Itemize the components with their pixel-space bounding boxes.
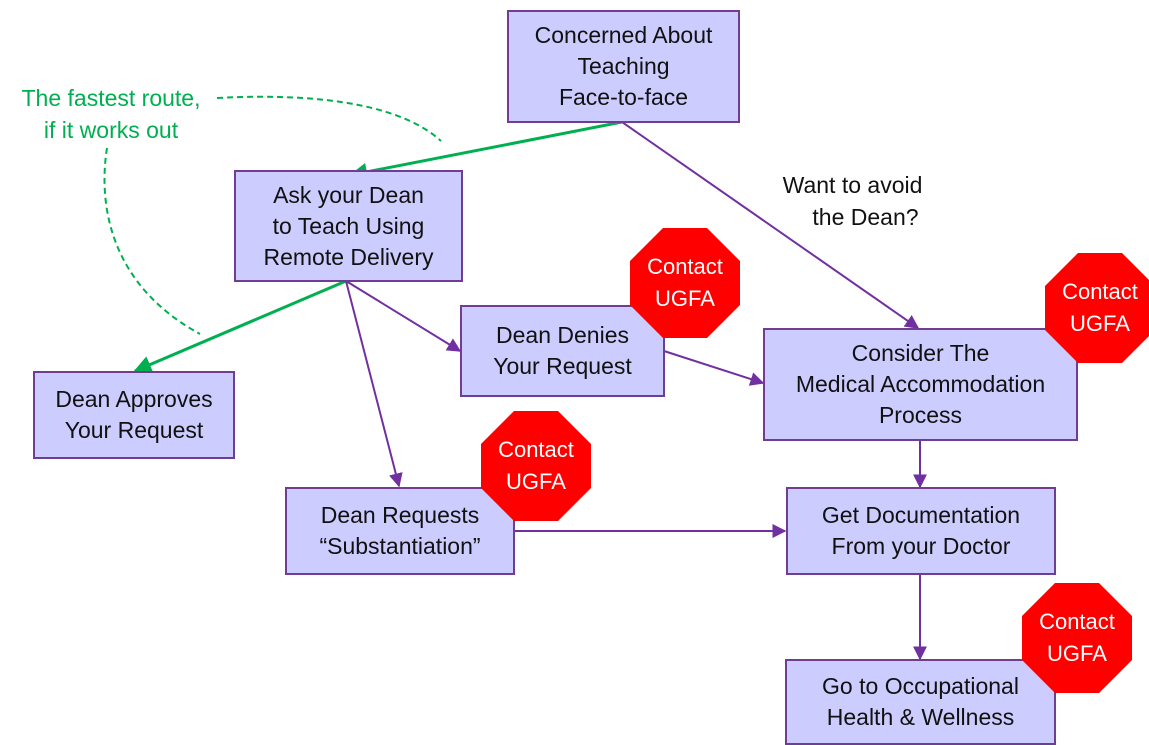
box-line: Ask your Dean: [273, 181, 424, 208]
box-line: to Teach Using: [272, 212, 425, 239]
box-line: Go to Occupational: [822, 673, 1019, 699]
arrow-concerned-to-medical: [621, 121, 920, 329]
box-medical-accommodation: Consider The Medical Accommodation Proce…: [763, 328, 1078, 441]
stop-sign-line: UGFA: [506, 469, 566, 494]
box-line: From your Doctor: [831, 533, 1011, 559]
arrow-ask-dean-to-approves: [133, 279, 347, 373]
box-ask-your-dean: Ask your Dean to Teach Using Remote Deli…: [234, 170, 463, 282]
box-line: Dean Denies: [496, 322, 629, 348]
box-line: Teaching: [577, 53, 670, 79]
stop-sign-line: Contact: [498, 437, 574, 462]
stop-sign-line: UGFA: [1047, 641, 1107, 666]
box-line: Dean Requests: [320, 502, 480, 528]
box-concerned-about-teaching: Concerned About Teaching Face-to-face: [507, 10, 740, 123]
stop-sign-line: Contact: [1039, 609, 1115, 634]
stop-sign-line: UGFA: [1070, 311, 1130, 336]
box-line: Your Request: [493, 353, 632, 379]
stop-sign-contact-ugfa-substantiation: Contact UGFA: [481, 411, 591, 521]
arrow-denies-to-medical: [663, 350, 765, 386]
stop-sign-contact-ugfa-denies: Contact UGFA: [630, 228, 740, 338]
box-line: Dean Approves: [55, 386, 213, 412]
arrow-concerned-to-ask-dean: [349, 120, 623, 181]
stop-sign-line: Contact: [647, 254, 723, 279]
box-dean-approves: Dean Approves Your Request: [33, 371, 235, 459]
box-dean-requests-substantiation: Dean Requests “Substantiation”: [285, 487, 515, 575]
box-line: “Substantiation”: [319, 533, 481, 559]
fastest-route-dashed-line-left: [103, 147, 201, 335]
stop-sign-contact-ugfa-occupational: Contact UGFA: [1022, 583, 1132, 693]
note-line: the Dean?: [812, 204, 919, 230]
note-fastest-route: The fastest route, if it works out: [6, 82, 216, 146]
box-get-documentation: Get Documentation From your Doctor: [786, 487, 1056, 575]
fastest-route-dashed-line-top: [216, 95, 442, 142]
box-line: Concerned About: [534, 22, 713, 48]
box-line: Health & Wellness: [826, 704, 1015, 730]
note-want-to-avoid-dean: Want to avoid the Dean?: [765, 169, 940, 233]
box-line: Get Documentation: [821, 502, 1021, 528]
stop-sign-line: Contact: [1062, 279, 1138, 304]
box-line: Medical Accommodation: [795, 371, 1046, 397]
box-occupational-health: Go to Occupational Health & Wellness: [785, 659, 1056, 745]
box-line: Process: [878, 402, 963, 428]
box-line: Remote Delivery: [263, 243, 434, 270]
stop-sign-line: UGFA: [655, 286, 715, 311]
box-line: Consider The: [851, 340, 990, 366]
box-dean-denies: Dean Denies Your Request: [460, 305, 665, 397]
arrow-ask-dean-to-denies: [345, 280, 462, 352]
note-line: The fastest route,: [21, 85, 201, 111]
note-line: Want to avoid: [782, 172, 923, 198]
stop-sign-contact-ugfa-medical: Contact UGFA: [1045, 253, 1149, 363]
box-line: Your Request: [64, 417, 204, 443]
arrow-ask-dean-to-substantiation: [345, 280, 403, 488]
box-line: Face-to-face: [558, 84, 689, 110]
note-line: if it works out: [43, 117, 179, 143]
